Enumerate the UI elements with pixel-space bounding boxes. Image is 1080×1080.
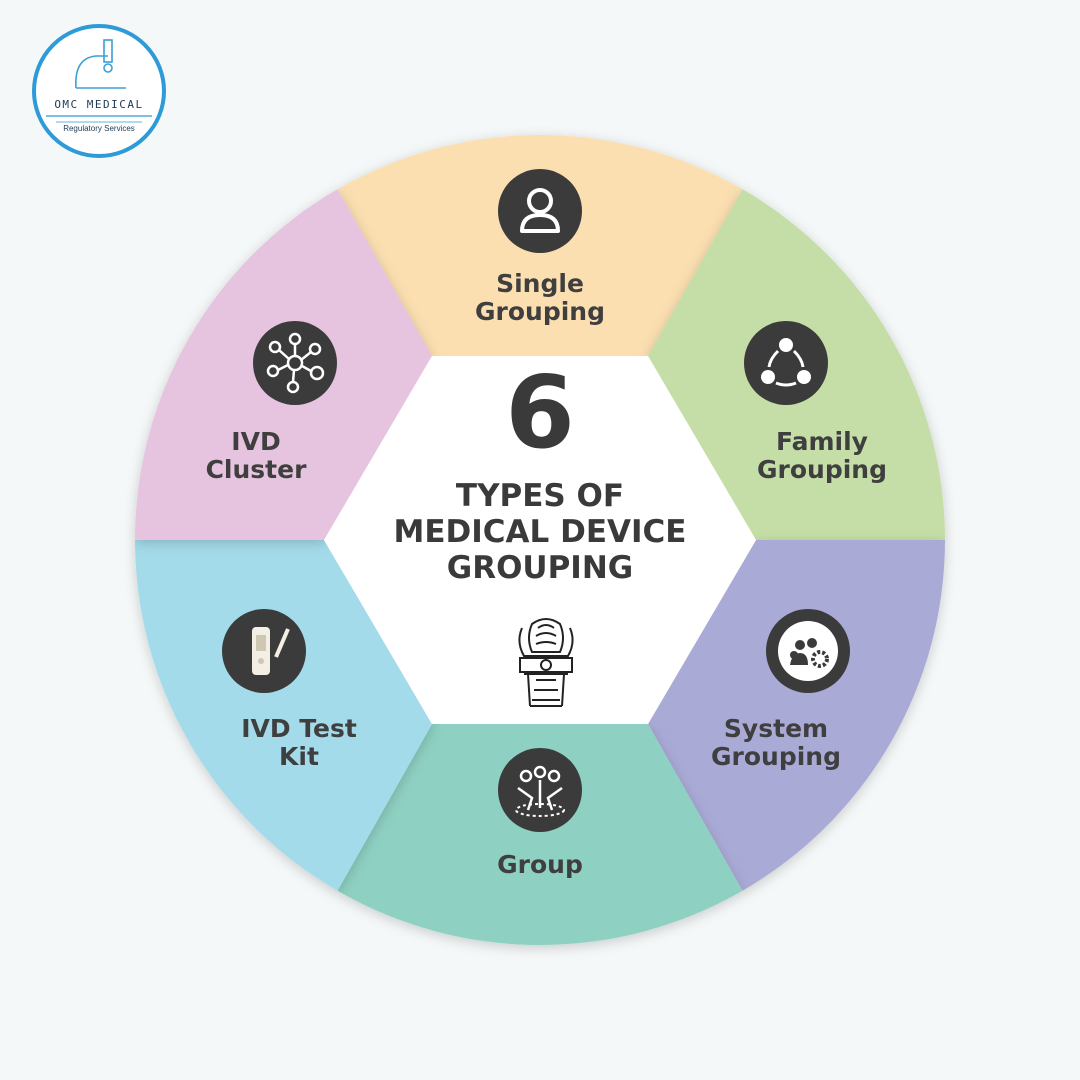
network-cluster-icon — [253, 321, 337, 405]
center-hexagon — [324, 356, 756, 724]
center-title: TYPES OF MEDICAL DEVICE GROUPING — [393, 478, 687, 586]
person-icon — [498, 169, 582, 253]
brand-name: OMC MEDICAL — [54, 98, 144, 111]
segment-system-grouping — [648, 540, 945, 891]
types-count: 6 — [505, 354, 575, 471]
omc-medical-logo: OMC MEDICAL Regulatory Services — [32, 24, 166, 158]
segment-label-ivd-cluster: IVD Cluster — [205, 427, 307, 484]
people-circle-icon — [498, 748, 582, 832]
brand-tagline: Regulatory Services — [63, 124, 135, 133]
segment-label-family-grouping: Family Grouping — [757, 427, 887, 484]
segment-label-ivd-test-kit: IVD Test Kit — [241, 714, 357, 771]
test-kit-icon — [222, 609, 306, 693]
people-gear-icon — [766, 609, 850, 693]
segment-label-group: Group — [497, 850, 583, 879]
microscope-icon — [46, 39, 152, 123]
national-emblem-icon — [518, 618, 574, 707]
segment-ivd-test-kit — [135, 540, 432, 891]
team-cycle-icon — [744, 321, 828, 405]
segment-label-single-grouping: Single Grouping — [475, 269, 605, 326]
segment-label-system-grouping: System Grouping — [711, 714, 841, 771]
segment-group — [337, 724, 743, 945]
